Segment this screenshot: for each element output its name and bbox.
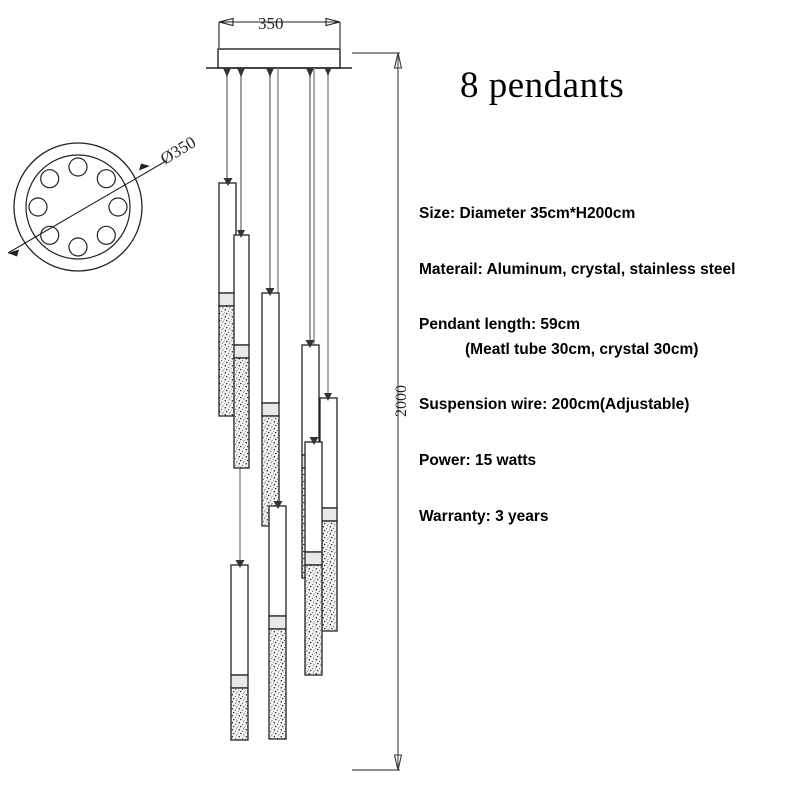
pendant-fixture xyxy=(304,437,323,676)
mounting-hole xyxy=(68,157,88,177)
diameter-arrow-end xyxy=(139,163,150,171)
ceiling-canopy-plate xyxy=(206,48,352,69)
pendant-top-cone xyxy=(265,288,275,296)
pendant-fixture xyxy=(230,560,249,741)
pendant-connector xyxy=(233,344,250,359)
mounting-hole xyxy=(68,237,88,257)
dimension-label-width: 350 xyxy=(258,14,284,33)
pendant-metal-tube xyxy=(233,234,250,346)
pendant-connector xyxy=(268,615,287,630)
pendant-top-cone xyxy=(309,437,319,445)
pendant-crystal-tube xyxy=(304,564,323,676)
width-dimension-350 xyxy=(218,17,341,48)
height-arrow-bottom xyxy=(393,754,403,771)
pendant-connector xyxy=(230,674,249,689)
width-arrow-right xyxy=(325,17,341,27)
pendant-metal-tube xyxy=(304,441,323,553)
pendant-top-cone xyxy=(324,393,332,401)
pendant-top-cone xyxy=(235,560,245,568)
plan-view-diagram xyxy=(7,142,167,272)
wire-cone-fitting xyxy=(266,68,274,77)
pendant-connector xyxy=(304,551,323,566)
dimension-label-height: 2000 xyxy=(393,385,410,417)
height-dimension-2000 xyxy=(352,52,403,771)
plan-diameter-dimension xyxy=(7,160,167,257)
mounting-hole xyxy=(96,169,116,189)
pendant-top-cone xyxy=(273,501,283,509)
page-title: 8 pendants xyxy=(460,65,625,106)
pendant-top-cone xyxy=(305,340,315,348)
diameter-leader-line xyxy=(7,160,167,254)
mounting-hole xyxy=(40,169,60,189)
pendant-metal-tube xyxy=(261,292,280,404)
pendant-metal-tube xyxy=(230,564,249,676)
pendant-fixture xyxy=(233,230,250,469)
spec-item-warranty: Warranty: 3 years xyxy=(419,507,549,525)
pendant-crystal-tube xyxy=(268,628,287,740)
height-arrow-top xyxy=(393,52,403,69)
specification-list: Size: Diameter 35cm*H200cm Materail: Alu… xyxy=(419,205,799,563)
width-arrow-left xyxy=(218,17,234,27)
wire-cone-fitting xyxy=(223,68,231,77)
spec-item-pendant-length: Pendant length: 59cm xyxy=(419,316,581,334)
plan-mounting-holes xyxy=(28,157,128,257)
mounting-hole xyxy=(40,225,60,245)
plan-outer-circle xyxy=(13,142,143,272)
wire-cone-fitting xyxy=(237,68,245,77)
spec-item-material: Materail: Aluminum, crystal, stainless s… xyxy=(419,260,736,278)
spec-item-suspension-wire: Suspension wire: 200cm(Adjustable) xyxy=(419,396,690,414)
pendant-connector xyxy=(261,402,280,417)
wire-cone-fitting xyxy=(306,68,314,77)
pendant-metal-tube xyxy=(268,505,287,617)
mounting-hole xyxy=(108,197,128,217)
canopy-body xyxy=(217,48,341,69)
spec-item-power: Power: 15 watts xyxy=(419,451,537,469)
pendant-fixture xyxy=(268,501,287,740)
pendant-top-cone xyxy=(237,230,245,238)
wire-cone-fitting xyxy=(324,68,332,76)
diameter-arrow-start xyxy=(8,249,19,257)
pendant-crystal-tube xyxy=(230,687,249,741)
pendant-top-cone xyxy=(223,178,233,186)
spec-item-size: Size: Diameter 35cm*H200cm xyxy=(419,205,636,222)
mounting-hole xyxy=(28,197,48,217)
spec-item-pendant-breakdown: (Meatl tube 30cm, crystal 30cm) xyxy=(465,340,699,358)
pendant-fixture xyxy=(261,288,280,527)
plan-inner-circle xyxy=(25,154,131,260)
pendant-crystal-tube xyxy=(233,357,250,469)
mounting-hole xyxy=(96,225,116,245)
